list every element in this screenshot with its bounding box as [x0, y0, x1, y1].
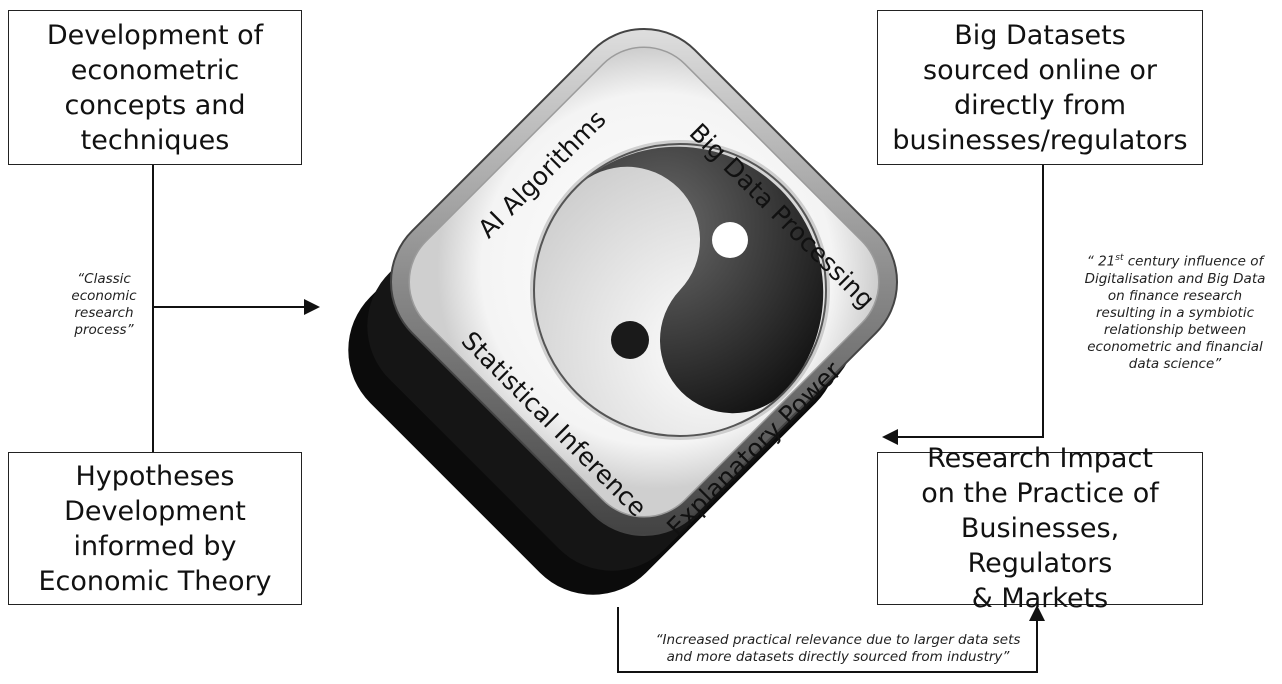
box-big-datasets-text: Big Datasets sourced online or directly …: [892, 19, 1188, 156]
note-right-body: Digitalisation and Big Data on finance r…: [1084, 270, 1266, 372]
note-right-rest: century influence of: [1123, 253, 1264, 270]
yin-yang-icon: [530, 140, 830, 440]
box-hypotheses-development: Hypotheses Development informed by Econo…: [8, 452, 302, 605]
note-classic-research-process: “Classic economic research process”: [71, 271, 137, 338]
label-explanatory-power: Explanatory Power: [661, 356, 847, 542]
label-big-data-processing: Big Data Processing: [684, 118, 881, 315]
bottom-arrow: [617, 605, 1045, 673]
right-arrow: [882, 165, 1044, 445]
box-research-impact-text: Research Impact on the Practice of Busin…: [921, 443, 1159, 614]
label-ai-algorithms: AI Algorithms: [472, 104, 611, 243]
note-right-superscript: st: [1115, 253, 1124, 263]
box-econometric-concepts: Development of econometric concepts and …: [8, 10, 302, 165]
box-hypotheses-development-text: Hypotheses Development informed by Econo…: [38, 460, 272, 597]
note-practical-relevance: “Increased practical relevance due to la…: [655, 632, 1021, 665]
box-research-impact: Research Impact on the Practice of Busin…: [877, 443, 1203, 614]
note-digitalisation-influence: “ 21st century influence of Digitalisati…: [1070, 250, 1280, 373]
label-statistical-inference: Statistical Inference: [456, 326, 653, 523]
box-big-datasets: Big Datasets sourced online or directly …: [877, 10, 1203, 165]
note-right-prefix: “ 21: [1086, 253, 1116, 270]
box-econometric-concepts-text: Development of econometric concepts and …: [46, 19, 264, 156]
